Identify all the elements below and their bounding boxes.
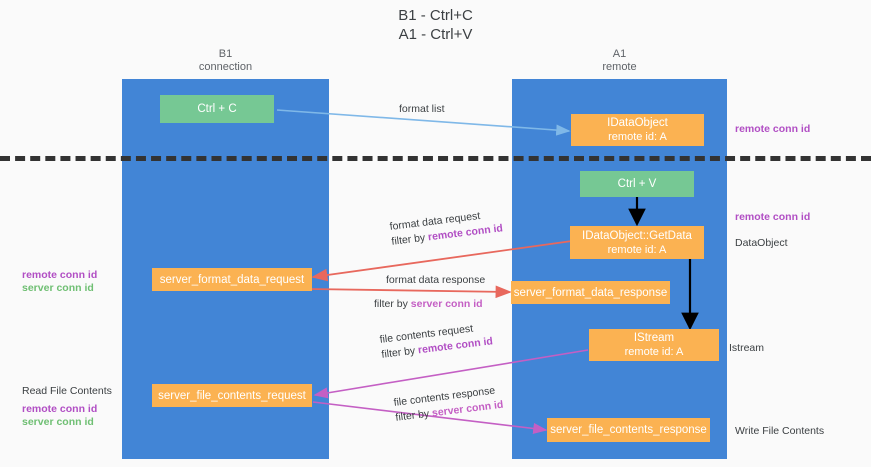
box-istream-line1: IStream	[633, 332, 675, 344]
label-format-data-response-filter: filter by server conn id	[374, 298, 483, 311]
label-file-contents-response-group: file contents response filter by server …	[393, 384, 504, 425]
box-idataobject-line1: IDataObject	[607, 117, 668, 129]
section-divider	[0, 156, 871, 161]
column-header-b1: B1 connection	[122, 48, 329, 74]
diagram-title: B1 - Ctrl+C A1 - Ctrl+V	[0, 6, 871, 44]
side-label-left-remote-conn-id-mid: remote conn id	[22, 269, 98, 281]
label-format-data-response: format data response	[386, 274, 486, 286]
box-idataobject-getdata[interactable]: IDataObject::GetData remote id: A	[570, 226, 704, 259]
box-server-file-contents-request-label: server_file_contents_request	[158, 389, 306, 402]
box-ctrl-v[interactable]: Ctrl + V	[580, 171, 694, 197]
filter-key-server-conn-id: server conn id	[410, 298, 483, 310]
column-header-b1-name: B1	[218, 48, 233, 60]
filter-prefix: filter by	[380, 344, 419, 361]
column-header-a1-role: remote	[602, 61, 637, 73]
box-ctrl-v-label: Ctrl + V	[617, 178, 657, 190]
side-label-read-file-contents: Read File Contents	[22, 385, 112, 397]
box-server-file-contents-request[interactable]: server_file_contents_request	[152, 384, 312, 407]
box-server-file-contents-response-label: server_file_contents_response	[550, 424, 707, 436]
box-idataobject-line2: remote id: A	[608, 131, 667, 143]
side-label-left-remote-conn-id-bottom: remote conn id	[22, 403, 98, 415]
column-header-a1: A1 remote	[512, 48, 727, 74]
box-ctrl-c-label: Ctrl + C	[197, 103, 237, 115]
side-label-dataobject: DataObject	[735, 237, 788, 249]
box-istream[interactable]: IStream remote id: A	[589, 329, 719, 361]
title-line-1: B1 - Ctrl+C	[398, 7, 473, 24]
side-label-left-server-conn-id-mid: server conn id	[22, 282, 94, 294]
box-server-format-data-response[interactable]: server_format_data_response	[511, 281, 670, 304]
filter-prefix: filter by	[374, 298, 411, 310]
side-label-write-file-contents: Write File Contents	[735, 425, 825, 437]
label-format-list: format list	[399, 103, 445, 115]
filter-prefix: filter by	[390, 231, 429, 248]
box-server-format-data-request-label: server_format_data_request	[159, 273, 305, 286]
column-header-b1-role: connection	[198, 61, 253, 73]
filter-prefix: filter by	[394, 407, 433, 424]
side-label-istream: Istream	[729, 342, 765, 354]
column-header-a1-name: A1	[612, 48, 627, 60]
box-getdata-line1: IDataObject::GetData	[582, 229, 692, 242]
label-file-contents-request-group: file contents request filter by remote c…	[379, 320, 494, 361]
side-label-left-server-conn-id-bottom: server conn id	[22, 416, 94, 428]
arrow-format-data-response	[309, 285, 512, 299]
side-label-remote-conn-id-top: remote conn id	[735, 123, 811, 135]
box-server-file-contents-response[interactable]: server_file_contents_response	[547, 418, 710, 442]
box-server-format-data-request[interactable]: server_format_data_request	[152, 268, 312, 291]
box-server-format-data-response-label: server_format_data_response	[513, 286, 668, 299]
label-format-data-request-group: format data request filter by remote con…	[389, 207, 504, 248]
title-line-2: A1 - Ctrl+V	[398, 26, 473, 43]
box-ctrl-c[interactable]: Ctrl + C	[160, 95, 274, 123]
box-idataobject[interactable]: IDataObject remote id: A	[571, 114, 704, 146]
box-getdata-line2: remote id: A	[607, 243, 667, 256]
side-label-remote-conn-id-mid: remote conn id	[735, 211, 811, 223]
box-istream-line2: remote id: A	[624, 346, 684, 358]
